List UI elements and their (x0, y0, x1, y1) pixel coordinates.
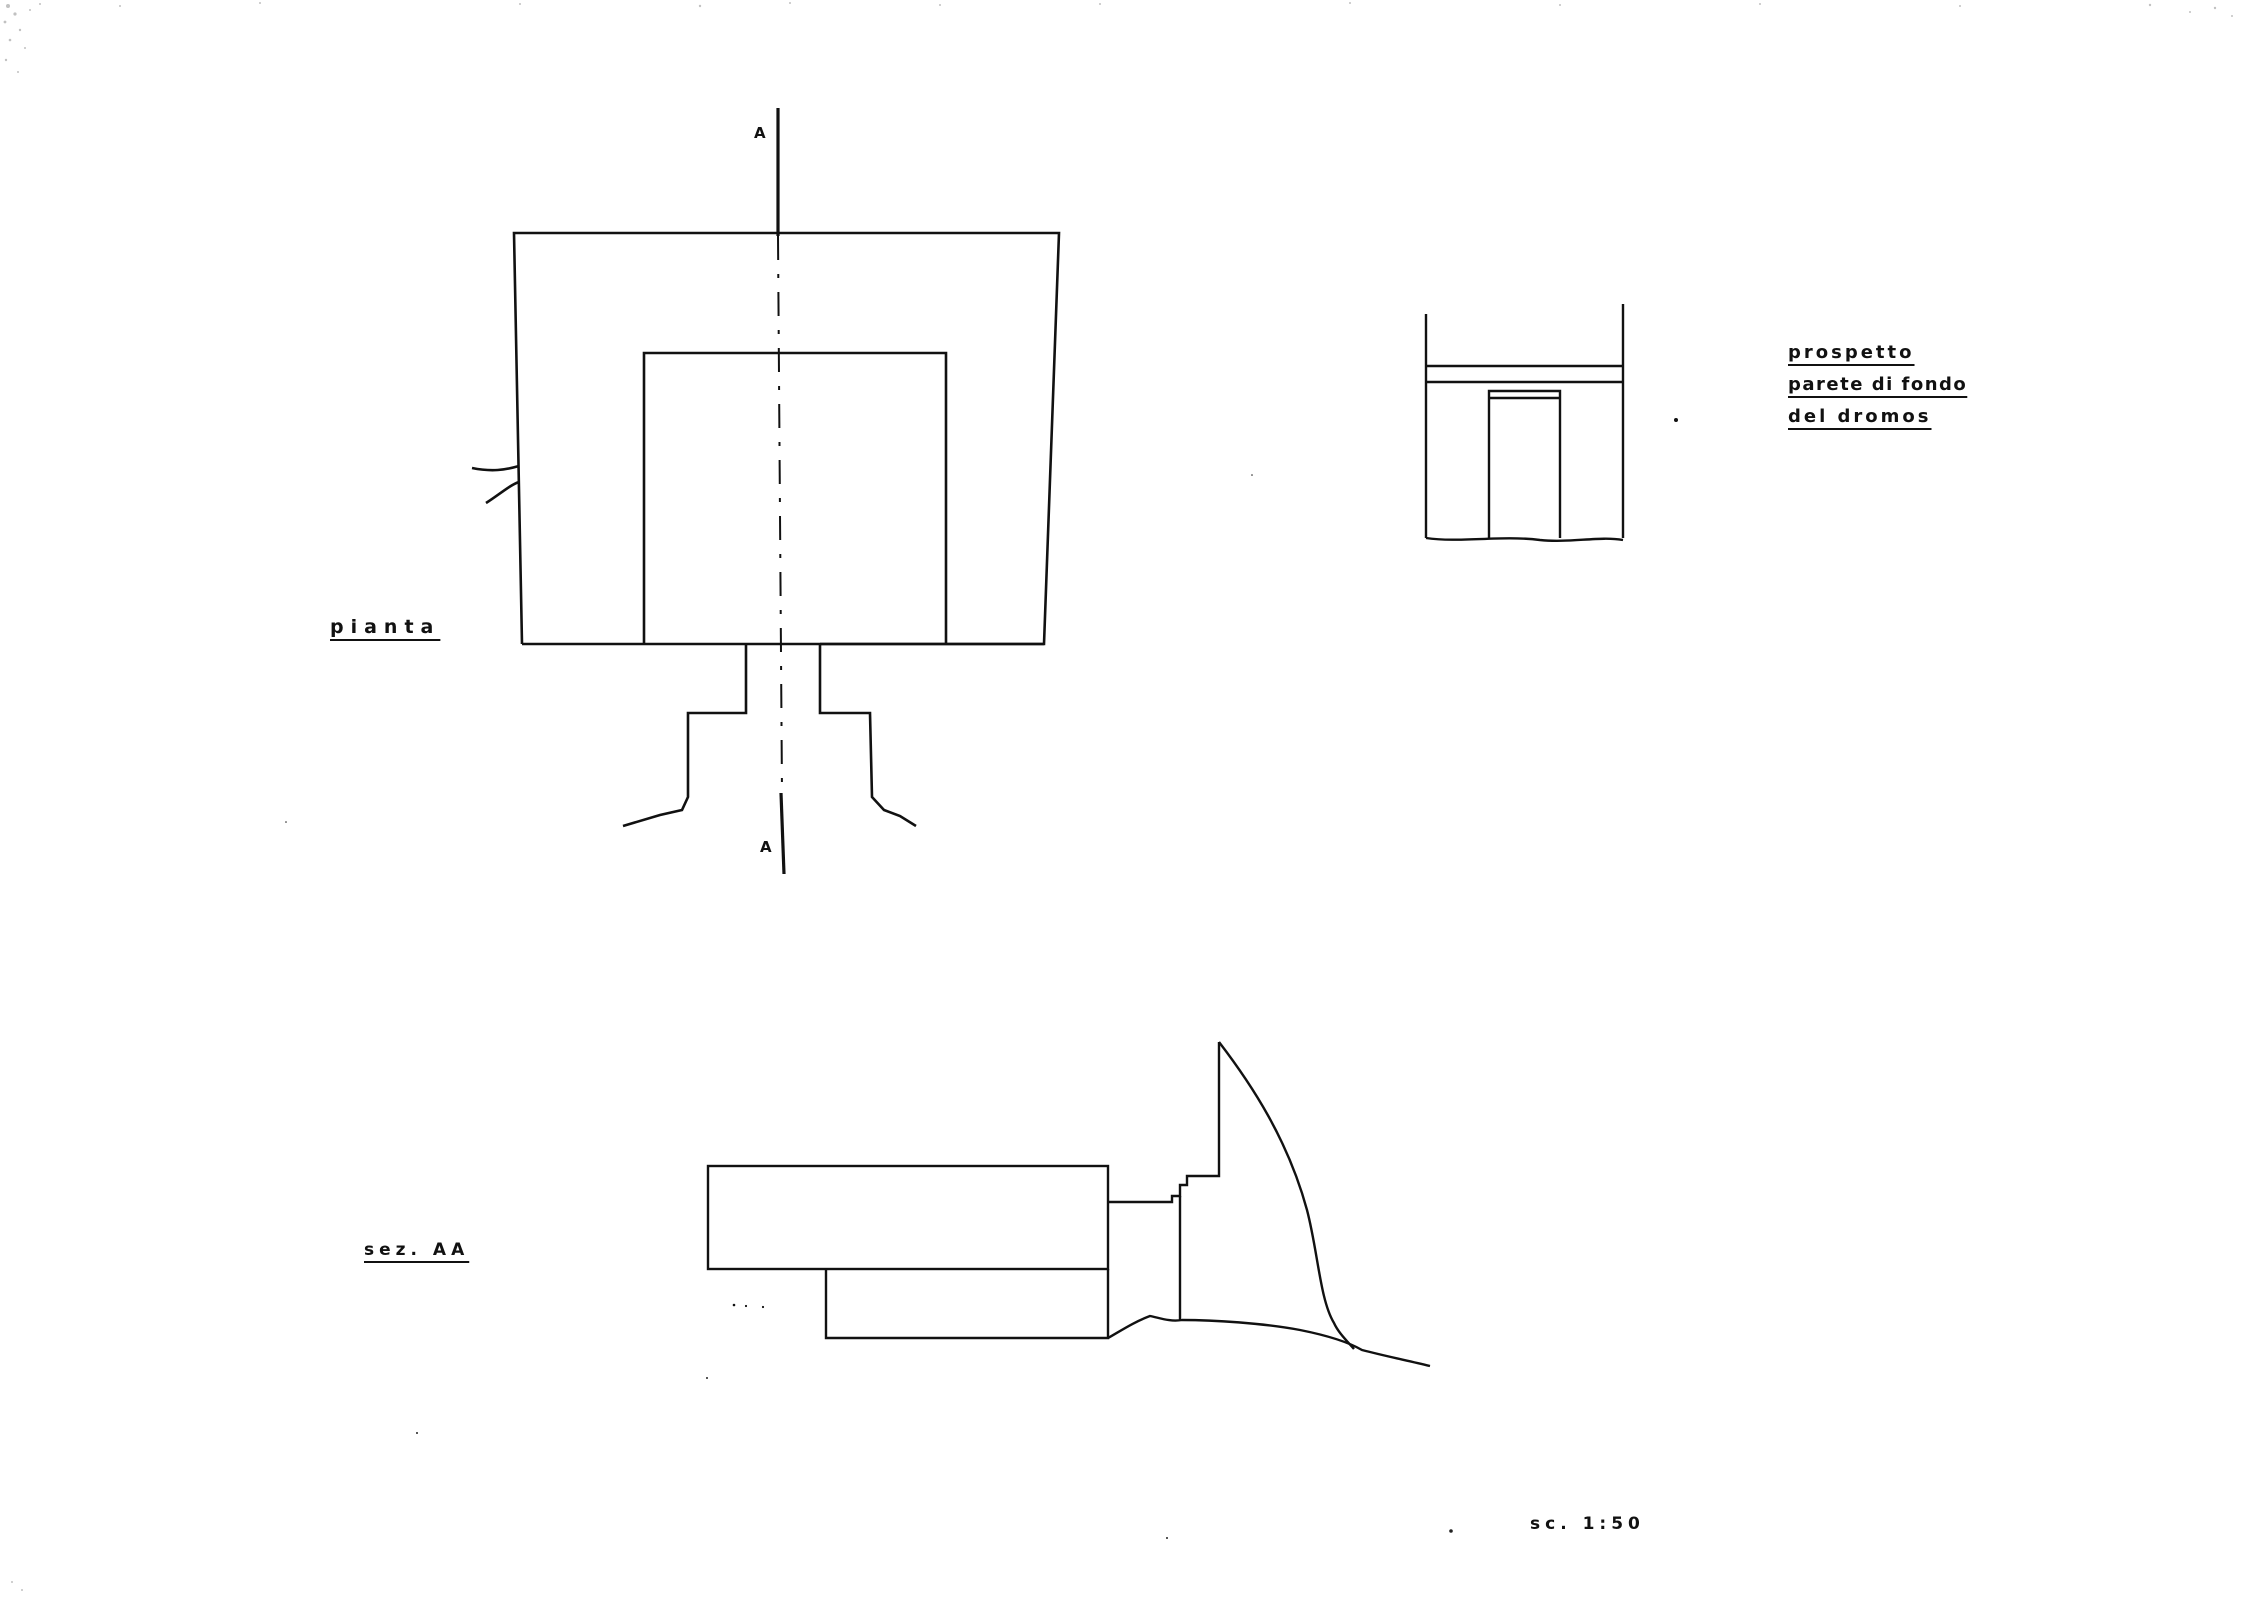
section-speck (732, 1303, 736, 1307)
plan-wall-break (471, 464, 520, 505)
elevation-doorway (1487, 389, 1562, 538)
plan-inner-chamber (642, 351, 948, 644)
elevation-dot (1674, 418, 1678, 422)
section-chamber-lower (824, 1269, 1110, 1340)
section-drawing (706, 1041, 1431, 1368)
section-marker-top: A (754, 124, 766, 142)
section-line-aa (776, 108, 786, 875)
section-dromos-profile (1108, 1042, 1221, 1204)
scan-noise (3, 2, 2233, 1591)
section-marker-bottom: A (760, 838, 772, 856)
plan-dromos-right-wall (818, 644, 917, 828)
elevation-label-line1: prospetto (1788, 342, 1915, 363)
plan-dromos-left (622, 644, 748, 828)
section-speck (761, 1305, 765, 1309)
elevation-ground-line (1425, 536, 1624, 542)
section-ground-line (1107, 1314, 1431, 1368)
plan-label: pianta (330, 616, 441, 638)
scale-label: sc. 1:50 (1530, 1514, 1645, 1534)
section-rock-profile (1218, 1041, 1355, 1350)
section-speck (744, 1304, 748, 1308)
elevation-label-line3: del dromos (1788, 406, 1932, 427)
section-chamber-upper (706, 1164, 1110, 1271)
elevation-label-line2: parete di fondo (1788, 374, 1968, 395)
plan-outer-wall (512, 231, 1061, 646)
section-label: sez. AA (364, 1240, 470, 1260)
paper-specks (285, 474, 1453, 1539)
elevation-drawing (1424, 304, 1678, 542)
plan-drawing (471, 231, 1061, 828)
